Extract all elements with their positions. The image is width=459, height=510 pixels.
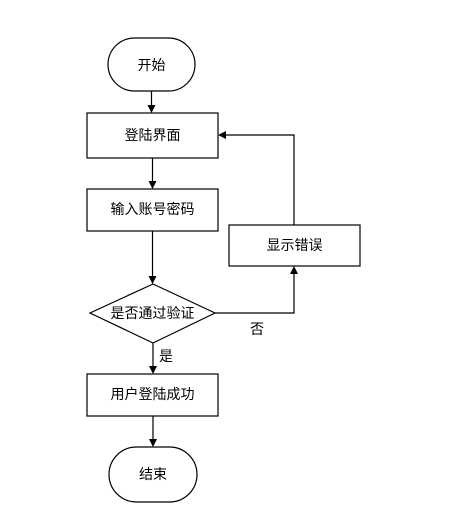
- login-success-node: 用户登陆成功: [86, 373, 219, 417]
- login-screen-node: 登陆界面: [86, 112, 219, 159]
- login-success-node-label: 用户登陆成功: [111, 386, 195, 403]
- edge-start-to-login-screen: [147, 91, 156, 113]
- input-credentials-node: 输入账号密码: [86, 188, 219, 232]
- start-node: 开始: [107, 37, 196, 92]
- show-error-node: 显示错误: [228, 224, 361, 267]
- edge-login-screen-to-input: [148, 158, 157, 189]
- verify-decision-node-label: 是否通过验证: [111, 306, 195, 322]
- edge-label-yes: 是: [159, 349, 173, 365]
- verify-decision-node: 是否通过验证: [88, 283, 217, 344]
- login-screen-node-label: 登陆界面: [125, 128, 181, 144]
- edge-input-to-verify: [148, 231, 157, 284]
- edge-verify-to-show-error: [215, 266, 298, 314]
- show-error-node-label: 显示错误: [267, 238, 323, 254]
- edge-label-no: 否: [250, 322, 264, 338]
- start-node-label: 开始: [138, 58, 166, 74]
- end-node-label: 结束: [139, 467, 167, 483]
- edge-success-to-end: [149, 416, 157, 447]
- edge-show-error-to-login-screen: [218, 131, 295, 225]
- end-node: 结束: [108, 446, 198, 503]
- input-credentials-node-label: 输入账号密码: [111, 201, 195, 218]
- edge-verify-to-success: [149, 343, 157, 374]
